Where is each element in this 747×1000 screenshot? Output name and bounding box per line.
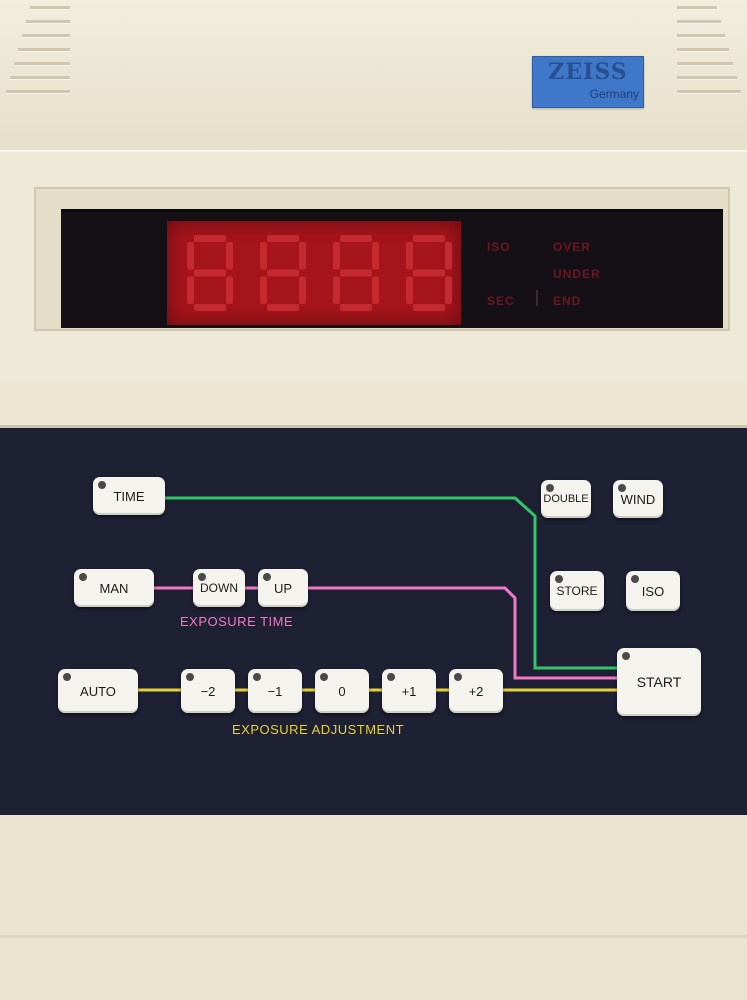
wind-button[interactable]: WIND [613, 480, 663, 518]
digit-4-segment-g [413, 269, 445, 277]
start-button[interactable]: START [617, 648, 701, 716]
down-button[interactable]: DOWN [193, 569, 245, 607]
exposure-time-caption: EXPOSURE TIME [180, 614, 294, 629]
digit-4-segment-f [406, 242, 413, 270]
control-panel: TIME MAN DOWN UP EXPOSURE TIME AUTO −2 −… [0, 425, 747, 815]
digit-1-segment-e [187, 276, 194, 304]
plus-2-button-label: +2 [468, 683, 484, 699]
time-button-led [98, 481, 106, 489]
left-vent-grille [0, 0, 70, 110]
zero-button-led [320, 673, 328, 681]
plus-2-button-led [454, 673, 462, 681]
digit-3-segment-c [372, 276, 379, 304]
indicator-iso: ISO [487, 240, 511, 254]
minus-1-button[interactable]: −1 [248, 669, 302, 713]
digit-1-segment-f [187, 242, 194, 270]
digit-2-segment-e [260, 276, 267, 304]
wind-button-led [618, 484, 626, 492]
store-button-label: STORE [556, 584, 598, 598]
exposure-time-trace-line [152, 586, 620, 680]
down-button-led [198, 573, 206, 581]
digit-4-segment-d [413, 304, 445, 311]
digit-3-segment-a [340, 235, 372, 242]
digit-2-segment-g [267, 269, 299, 277]
indicator-under: UNDER [553, 267, 601, 281]
zero-button-label: 0 [338, 683, 346, 699]
up-button[interactable]: UP [258, 569, 308, 607]
digit-2-segment-d [267, 304, 299, 311]
minus-1-button-label: −1 [267, 683, 283, 699]
man-button-label: MAN [99, 580, 129, 596]
digit-3-segment-g [340, 269, 372, 277]
minus-1-button-led [253, 673, 261, 681]
plus-1-button[interactable]: +1 [382, 669, 436, 713]
digit-3-segment-e [333, 276, 340, 304]
right-vent-grille [677, 0, 747, 110]
man-button-led [79, 573, 87, 581]
led-digit-panel [167, 221, 461, 325]
digit-1-segment-d [194, 304, 226, 311]
iso-button-label: ISO [641, 583, 665, 599]
digit-2-segment-b [299, 242, 306, 270]
digit-3-segment-f [333, 242, 340, 270]
seven-segment-digits [187, 235, 452, 311]
indicator-end: END [553, 294, 582, 308]
man-button[interactable]: MAN [74, 569, 154, 607]
digit-4-segment-a [413, 235, 445, 242]
iso-button[interactable]: ISO [626, 571, 680, 611]
indicator-sec: SEC [487, 294, 515, 308]
digit-1-segment-a [194, 235, 226, 242]
auto-button[interactable]: AUTO [58, 669, 138, 713]
double-button[interactable]: DOUBLE [541, 480, 591, 518]
base-ridge [0, 935, 747, 938]
digit-1-segment-c [226, 276, 233, 304]
plus-1-button-label: +1 [401, 683, 417, 699]
minus-2-button-led [186, 673, 194, 681]
digit-1-segment-g [194, 269, 226, 277]
zero-button[interactable]: 0 [315, 669, 369, 713]
time-button[interactable]: TIME [93, 477, 165, 515]
digit-4-segment-c [445, 276, 452, 304]
up-button-label: UP [273, 580, 293, 596]
down-button-label: DOWN [200, 581, 238, 595]
indicator-divider [536, 290, 538, 306]
time-button-label: TIME [113, 488, 145, 504]
top-housing: ZEISS Germany [0, 0, 747, 150]
indicator-over: OVER [553, 240, 592, 254]
digit-2-segment-a [267, 235, 299, 242]
iso-button-led [631, 575, 639, 583]
digit-2-segment-f [260, 242, 267, 270]
brand-country-label: Germany [589, 87, 639, 101]
start-button-label: START [636, 674, 682, 690]
plus-2-button[interactable]: +2 [449, 669, 503, 713]
store-button-led [555, 575, 563, 583]
display-window: ISO SEC OVER UNDER END [61, 209, 723, 328]
digit-3-segment-d [340, 304, 372, 311]
digit-3-segment-b [372, 242, 379, 270]
minus-2-button-label: −2 [200, 683, 216, 699]
digit-4-segment-b [445, 242, 452, 270]
auto-button-label: AUTO [80, 683, 116, 699]
digit-1-segment-b [226, 242, 233, 270]
minus-2-button[interactable]: −2 [181, 669, 235, 713]
exposure-adjustment-caption: EXPOSURE ADJUSTMENT [232, 722, 405, 737]
wind-button-label: WIND [620, 491, 656, 507]
time-trace-line [164, 496, 620, 670]
start-button-led [622, 652, 630, 660]
up-button-led [263, 573, 271, 581]
double-button-led [546, 484, 554, 492]
double-button-label: DOUBLE [543, 493, 589, 505]
brand-badge: ZEISS Germany [532, 56, 644, 108]
auto-button-led [63, 673, 71, 681]
digit-2-segment-c [299, 276, 306, 304]
plus-1-button-led [387, 673, 395, 681]
digit-4-segment-e [406, 276, 413, 304]
store-button[interactable]: STORE [550, 571, 604, 611]
brand-logo: ZEISS [548, 59, 628, 85]
